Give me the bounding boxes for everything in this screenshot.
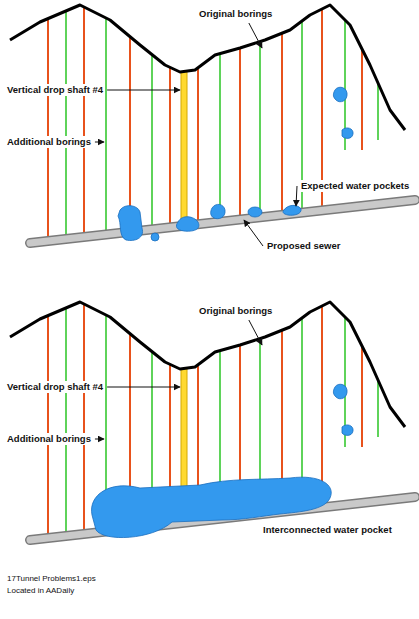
original-boring	[361, 346, 363, 447]
original-boring	[83, 7, 85, 237]
original-boring	[239, 48, 241, 220]
label-text: Additional borings	[6, 136, 92, 148]
leader-line	[107, 90, 180, 91]
original-boring	[83, 304, 85, 534]
label-text: Expected water pockets	[300, 180, 410, 192]
water-pocket	[333, 384, 347, 399]
drop-shaft	[182, 71, 187, 225]
file-note: Located in AADaily	[6, 586, 75, 596]
label-text: Additional borings	[6, 433, 92, 445]
original-boring	[169, 67, 171, 227]
label-text: Original borings	[198, 8, 273, 20]
original-boring	[47, 19, 49, 241]
leader-line	[107, 387, 180, 388]
original-boring	[361, 49, 363, 150]
water-pocket	[342, 128, 353, 138]
label-text: Proposed sewer	[266, 240, 341, 252]
water-pocket	[283, 205, 301, 215]
original-boring	[129, 37, 131, 232]
sewer-pipe-outline	[30, 200, 415, 243]
terrain-line	[10, 302, 405, 427]
original-boring	[321, 306, 323, 507]
original-boring	[197, 68, 199, 224]
additional-boring	[65, 11, 67, 239]
drop-shaft-outline	[181, 71, 188, 225]
additional-boring	[151, 55, 153, 230]
water-pocket	[333, 87, 347, 102]
leader-line	[296, 186, 297, 206]
sewer-pipes	[30, 200, 415, 540]
original-boring	[47, 316, 49, 538]
water-pocket	[248, 207, 262, 217]
terrain-line	[10, 5, 405, 130]
water-pocket	[211, 204, 225, 218]
original-boring	[281, 33, 283, 215]
water-pocket	[342, 425, 353, 435]
label-text: Interconnected water pocket	[262, 524, 393, 536]
sewer-pipe	[30, 200, 415, 243]
additional-boring	[377, 380, 379, 437]
leader-line	[95, 142, 104, 143]
water-pocket	[176, 217, 198, 232]
additional-boring	[105, 18, 107, 235]
water-pocket	[151, 233, 159, 241]
leader-line	[95, 439, 104, 440]
water-pocket	[118, 206, 143, 241]
label-text: Original borings	[198, 305, 273, 317]
label-text: Vertical drop shaft #4	[6, 84, 104, 96]
additional-boring	[377, 83, 379, 140]
leader-line	[249, 23, 262, 48]
label-text: Vertical drop shaft #4	[6, 381, 104, 393]
file-note: 17Tunnel Problems1.eps	[6, 574, 97, 584]
water-pockets	[92, 87, 354, 537]
leader-line	[249, 320, 262, 345]
additional-boring	[259, 42, 261, 218]
additional-boring	[65, 308, 67, 536]
leader-line	[244, 220, 263, 246]
additional-boring	[219, 54, 221, 222]
ground-surface	[10, 5, 405, 427]
